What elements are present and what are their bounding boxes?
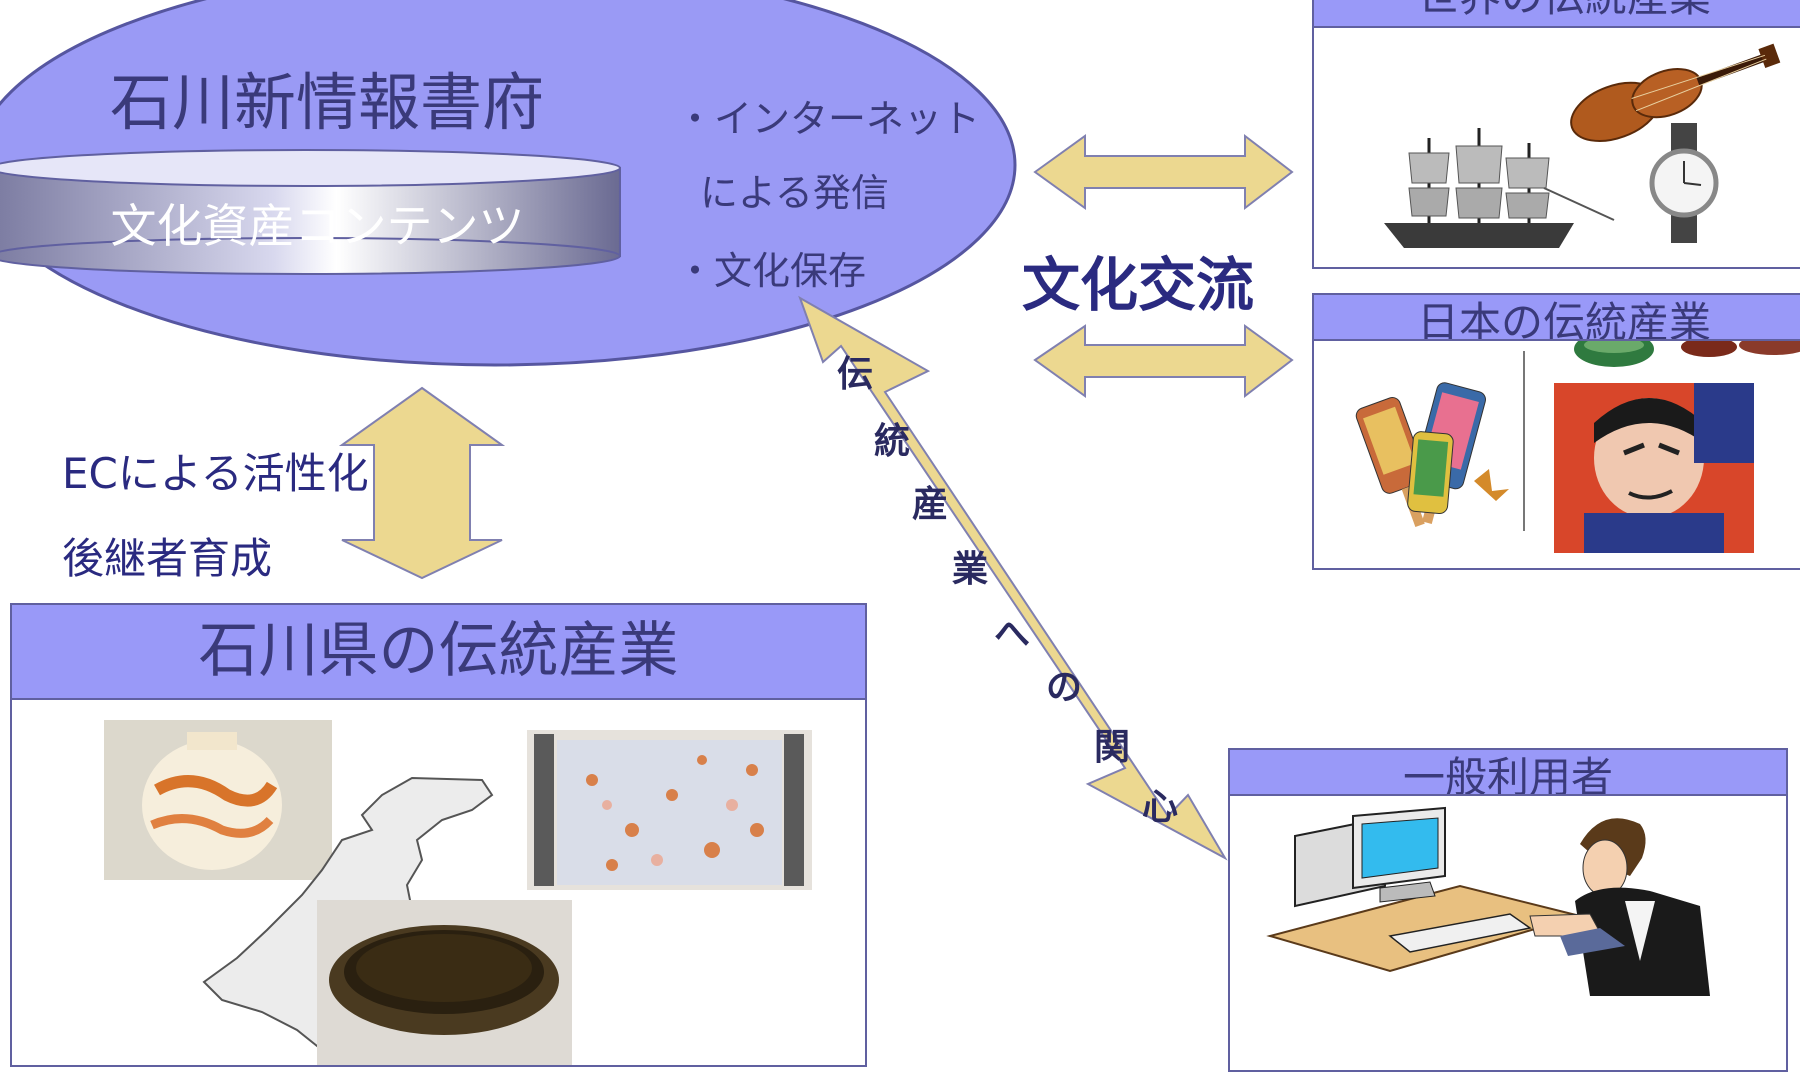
ceramic-bowls-icon: [1574, 331, 1800, 367]
japan-industries-title: 日本の伝統産業: [1314, 295, 1800, 341]
japan-industries-panel: 日本の伝統産業: [1312, 293, 1800, 570]
violin-icon: [1570, 43, 1781, 142]
general-users-panel: 一般利用者: [1228, 748, 1788, 1072]
kutani-vase-image: [104, 720, 332, 880]
ec-revitalization-label: ECによる活性化: [62, 449, 369, 498]
hub-bullet-internet: ・インターネット: [676, 97, 981, 141]
interest-char: 伝: [836, 354, 873, 395]
cultural-exchange-label: 文化交流: [1022, 251, 1255, 319]
exchange-arrow-top: [1033, 133, 1294, 211]
interest-char: へ: [993, 614, 1030, 655]
interest-char: 統: [873, 421, 910, 462]
hub-title: 石川新情報書府: [110, 66, 545, 139]
interest-char: 業: [951, 549, 988, 590]
person-at-computer-icon: [1266, 806, 1710, 996]
content-label: 文化資産コンテンツ: [110, 199, 525, 253]
sailing-ship-icon: [1384, 128, 1615, 248]
wristwatch-icon: [1649, 123, 1719, 243]
exchange-arrow-bottom: [1033, 324, 1294, 399]
successor-training-label: 後継者育成: [62, 534, 273, 583]
diagram-shapes: [0, 0, 1294, 861]
interest-char: 産: [911, 484, 948, 525]
kimono-textile-image: [527, 730, 812, 890]
database-cylinder: [0, 149, 621, 275]
interest-char: 心: [1141, 787, 1178, 828]
kabuki-portrait-icon: [1554, 383, 1754, 553]
ishikawa-industries-panel: 石川県の伝統産業: [10, 603, 867, 1067]
revitalization-arrow: [338, 386, 506, 580]
hagoita-paddles-icon: [1355, 382, 1509, 528]
general-users-title: 一般利用者: [1230, 750, 1786, 796]
hub-bullet-broadcast: による発信: [700, 171, 889, 215]
interest-char: の: [1045, 667, 1082, 708]
world-industries-panel: 世界の伝統産業: [1312, 0, 1800, 269]
ishikawa-industries-title: 石川県の伝統産業: [12, 605, 865, 700]
world-industries-title: 世界の伝統産業: [1314, 0, 1800, 28]
interest-arrow: [798, 295, 1228, 861]
lacquer-tray-image: [317, 900, 572, 1065]
interest-char: 関: [1093, 727, 1130, 768]
hub-bullet-preservation: ・文化保存: [676, 249, 867, 293]
